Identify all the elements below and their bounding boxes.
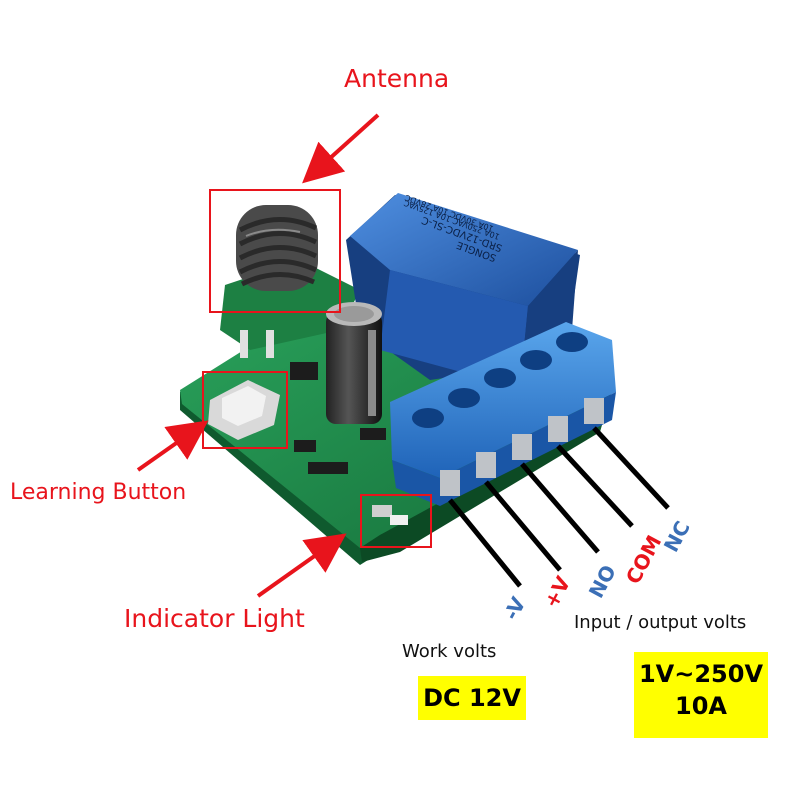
antenna-coil [236,205,318,291]
io-volts-badge-line1: 1V~250V [638,660,764,688]
antenna-callout-box [209,189,341,313]
work-volts-badge: DC 12V [418,676,526,720]
learning-button [208,380,280,440]
learning-button-label: Learning Button [10,480,187,505]
antenna-arrow [302,113,380,184]
terminal-block [390,322,616,506]
learning-button-arrow [136,420,209,472]
io-volts-badge: 1V~250V 10A [634,652,768,738]
indicator-light-callout-box [360,494,432,548]
io-volts-badge-line2: 10A [675,692,727,720]
learning-button-callout-box [202,371,288,449]
callout-arrows [136,113,380,598]
indicator-light-arrow [256,533,347,598]
io-volts-caption: Input / output volts [574,612,747,633]
capacitor [326,302,382,424]
indicator-light-label: Indicator Light [124,604,305,633]
work-volts-caption: Work volts [402,641,497,662]
smd-components [240,330,408,525]
antenna-label: Antenna [344,64,450,93]
callout-boxes [202,189,432,548]
wires [448,426,670,588]
